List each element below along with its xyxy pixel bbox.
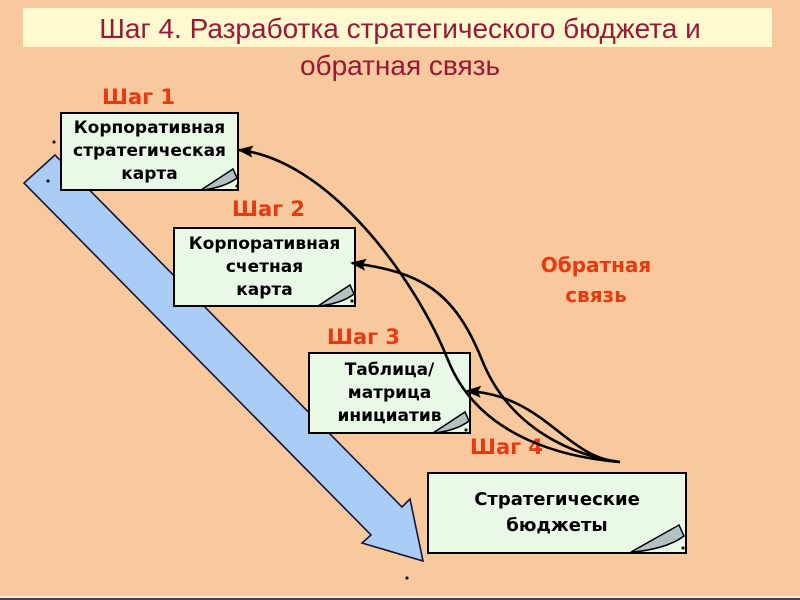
step-box-3: Таблица/ матрица инициатив [308,352,471,434]
folded-corner-icon [200,167,238,191]
step-label-3: Шаг 3 [327,325,401,349]
step-label-4: Шаг 4 [470,435,544,459]
feedback-label: Обратная связь [540,253,652,307]
folded-corner-icon [432,410,470,434]
step-label-1: Шаг 1 [102,85,176,109]
slide-bottom-edge-dark [0,598,800,600]
step-box-4-text: Стратегические бюджеты [474,489,640,536]
step-box-1: Корпоративная стратегическая карта [60,112,239,191]
step-box-3-text: Таблица/ матрица инициатив [337,359,442,426]
title-highlight-bar [23,8,772,47]
slide-title: Шаг 4. Разработка стратегического бюджет… [99,13,701,81]
folded-corner-icon [630,523,685,553]
slide-bottom-edge-light [0,596,800,598]
step-label-2: Шаг 2 [232,197,306,221]
folded-corner-icon [317,283,355,307]
step-box-2: Корпоративная счетная карта [173,227,356,307]
step-box-4: Стратегические бюджеты [427,472,687,554]
